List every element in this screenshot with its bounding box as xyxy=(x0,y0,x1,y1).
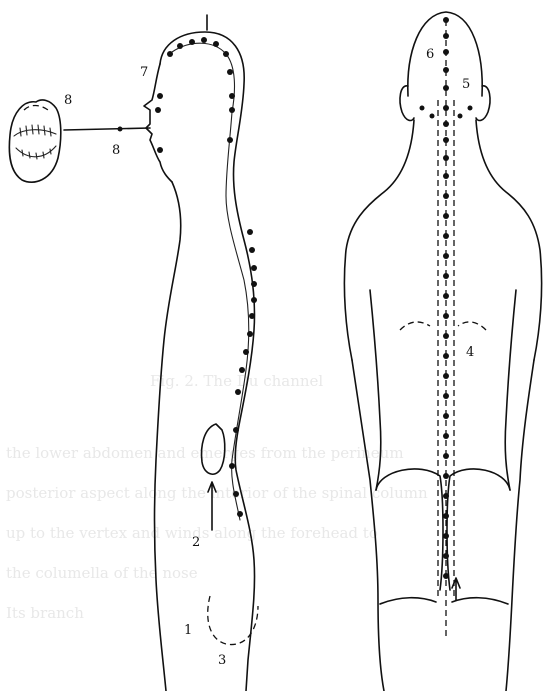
ghost-line: the columella of the nose xyxy=(6,564,198,582)
label-3: 3 xyxy=(218,653,226,668)
bleed-through-text: Fig. 2. The Du channel the lower abdomen… xyxy=(6,372,428,622)
label-4: 4 xyxy=(466,345,474,360)
ghost-line: Fig. 2. The Du channel xyxy=(150,372,323,390)
acupoint-dot xyxy=(118,127,123,132)
label-6: 6 xyxy=(426,47,434,62)
label-8-upper: 8 xyxy=(64,93,72,108)
mouth-inset xyxy=(9,100,60,182)
label-2: 2 xyxy=(192,535,200,550)
label-5: 5 xyxy=(462,77,470,92)
mouth-connector-line xyxy=(64,127,150,132)
ghost-line: posterior aspect along the interior of t… xyxy=(6,484,428,502)
label-1: 1 xyxy=(184,623,192,638)
ghost-line: Its branch xyxy=(6,604,84,622)
label-8-lower: 8 xyxy=(112,143,120,158)
side-view-figure xyxy=(144,15,258,691)
label-7: 7 xyxy=(140,65,148,80)
ghost-line: the lower abdomen and emerges from the p… xyxy=(6,444,404,462)
back-view-figure xyxy=(344,12,541,691)
